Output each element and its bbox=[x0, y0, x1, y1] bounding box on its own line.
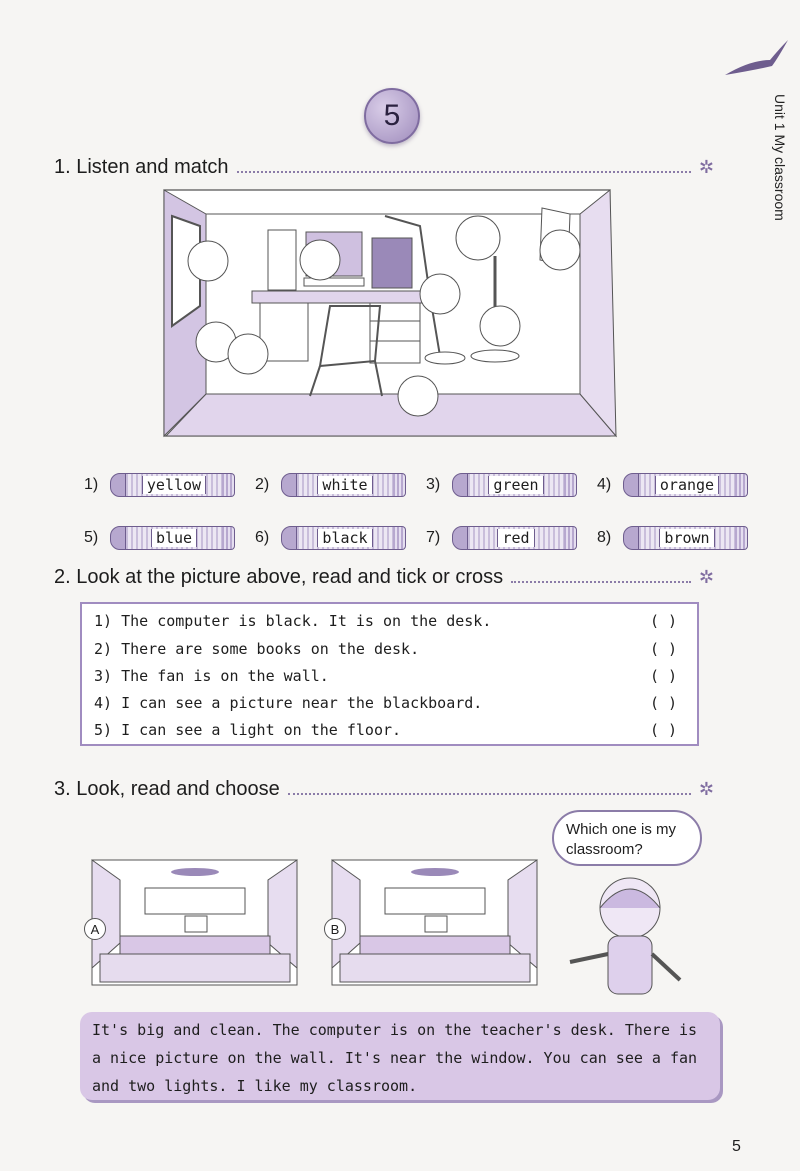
section2-heading: 2. Look at the picture above, read and t… bbox=[54, 566, 714, 589]
speech-bubble: Which one is my classroom? bbox=[552, 810, 702, 866]
answer-blank-5[interactable]: ( ) bbox=[650, 721, 678, 739]
statement-1: 1) The computer is black. It is on the d… bbox=[94, 612, 492, 630]
item-number: 1) bbox=[84, 476, 99, 493]
bird-icon bbox=[725, 40, 788, 75]
color-label: green bbox=[488, 476, 544, 494]
crayon-black: black bbox=[281, 525, 406, 551]
classroom-a-picture bbox=[91, 859, 298, 986]
statement-3: 3) The fan is on the wall. bbox=[94, 667, 329, 685]
girl-character-illustration bbox=[569, 877, 682, 995]
item-number: 6) bbox=[255, 529, 270, 546]
item-number: 8) bbox=[597, 529, 612, 546]
star-icon: ✲ bbox=[698, 779, 714, 799]
crayon-blue: blue bbox=[110, 525, 235, 551]
item-number: 3) bbox=[426, 476, 441, 493]
item-number: 2) bbox=[255, 476, 270, 493]
section1-title: 1. Listen and match bbox=[54, 156, 229, 178]
color-label: black bbox=[317, 529, 373, 547]
section2-title: 2. Look at the picture above, read and t… bbox=[54, 566, 504, 588]
statement-4: 4) I can see a picture near the blackboa… bbox=[94, 694, 483, 712]
crayon-green: green bbox=[452, 472, 577, 498]
color-label: orange bbox=[654, 476, 720, 494]
answer-blank-1[interactable]: ( ) bbox=[650, 612, 678, 630]
item-number: 7) bbox=[426, 529, 441, 546]
item-number: 5) bbox=[84, 529, 99, 546]
item-number: 4) bbox=[597, 476, 612, 493]
crayon-white: white bbox=[281, 472, 406, 498]
reading-passage: It's big and clean. The computer is on t… bbox=[80, 1012, 720, 1100]
color-row-2: 5) blue 6) black 7) red 8) brown bbox=[84, 525, 748, 551]
color-label: white bbox=[317, 476, 373, 494]
section3-heading: 3. Look, read and choose ✲ bbox=[54, 778, 714, 801]
color-row-1: 1) yellow 2) white 3) green 4) orange bbox=[84, 472, 748, 498]
section1-heading: 1. Listen and match ✲ bbox=[54, 156, 714, 179]
label-a[interactable]: A bbox=[84, 918, 106, 940]
color-label: yellow bbox=[141, 476, 207, 494]
answer-blank-2[interactable]: ( ) bbox=[650, 640, 678, 658]
crayon-red: red bbox=[452, 525, 577, 551]
answer-blank-3[interactable]: ( ) bbox=[650, 667, 678, 685]
crayon-yellow: yellow bbox=[110, 472, 235, 498]
statement-2: 2) There are some books on the desk. bbox=[94, 640, 420, 658]
tick-cross-box: 1) The computer is black. It is on the d… bbox=[80, 602, 699, 746]
page-number: 5 bbox=[732, 1138, 741, 1155]
section3-title: 3. Look, read and choose bbox=[54, 778, 280, 800]
crayon-brown: brown bbox=[623, 525, 748, 551]
answer-blank-4[interactable]: ( ) bbox=[650, 694, 678, 712]
classroom-b-picture bbox=[331, 859, 538, 986]
color-label: brown bbox=[659, 529, 715, 547]
unit-side-label: Unit 1 My classroom bbox=[772, 94, 788, 221]
label-b[interactable]: B bbox=[324, 918, 346, 940]
statement-5: 5) I can see a light on the floor. bbox=[94, 721, 402, 739]
room-illustration bbox=[163, 188, 618, 438]
star-icon: ✲ bbox=[698, 157, 714, 177]
color-label: red bbox=[497, 529, 535, 547]
crayon-orange: orange bbox=[623, 472, 748, 498]
color-label: blue bbox=[150, 529, 198, 547]
star-icon: ✲ bbox=[698, 567, 714, 587]
unit-number-badge: 5 bbox=[364, 88, 420, 144]
